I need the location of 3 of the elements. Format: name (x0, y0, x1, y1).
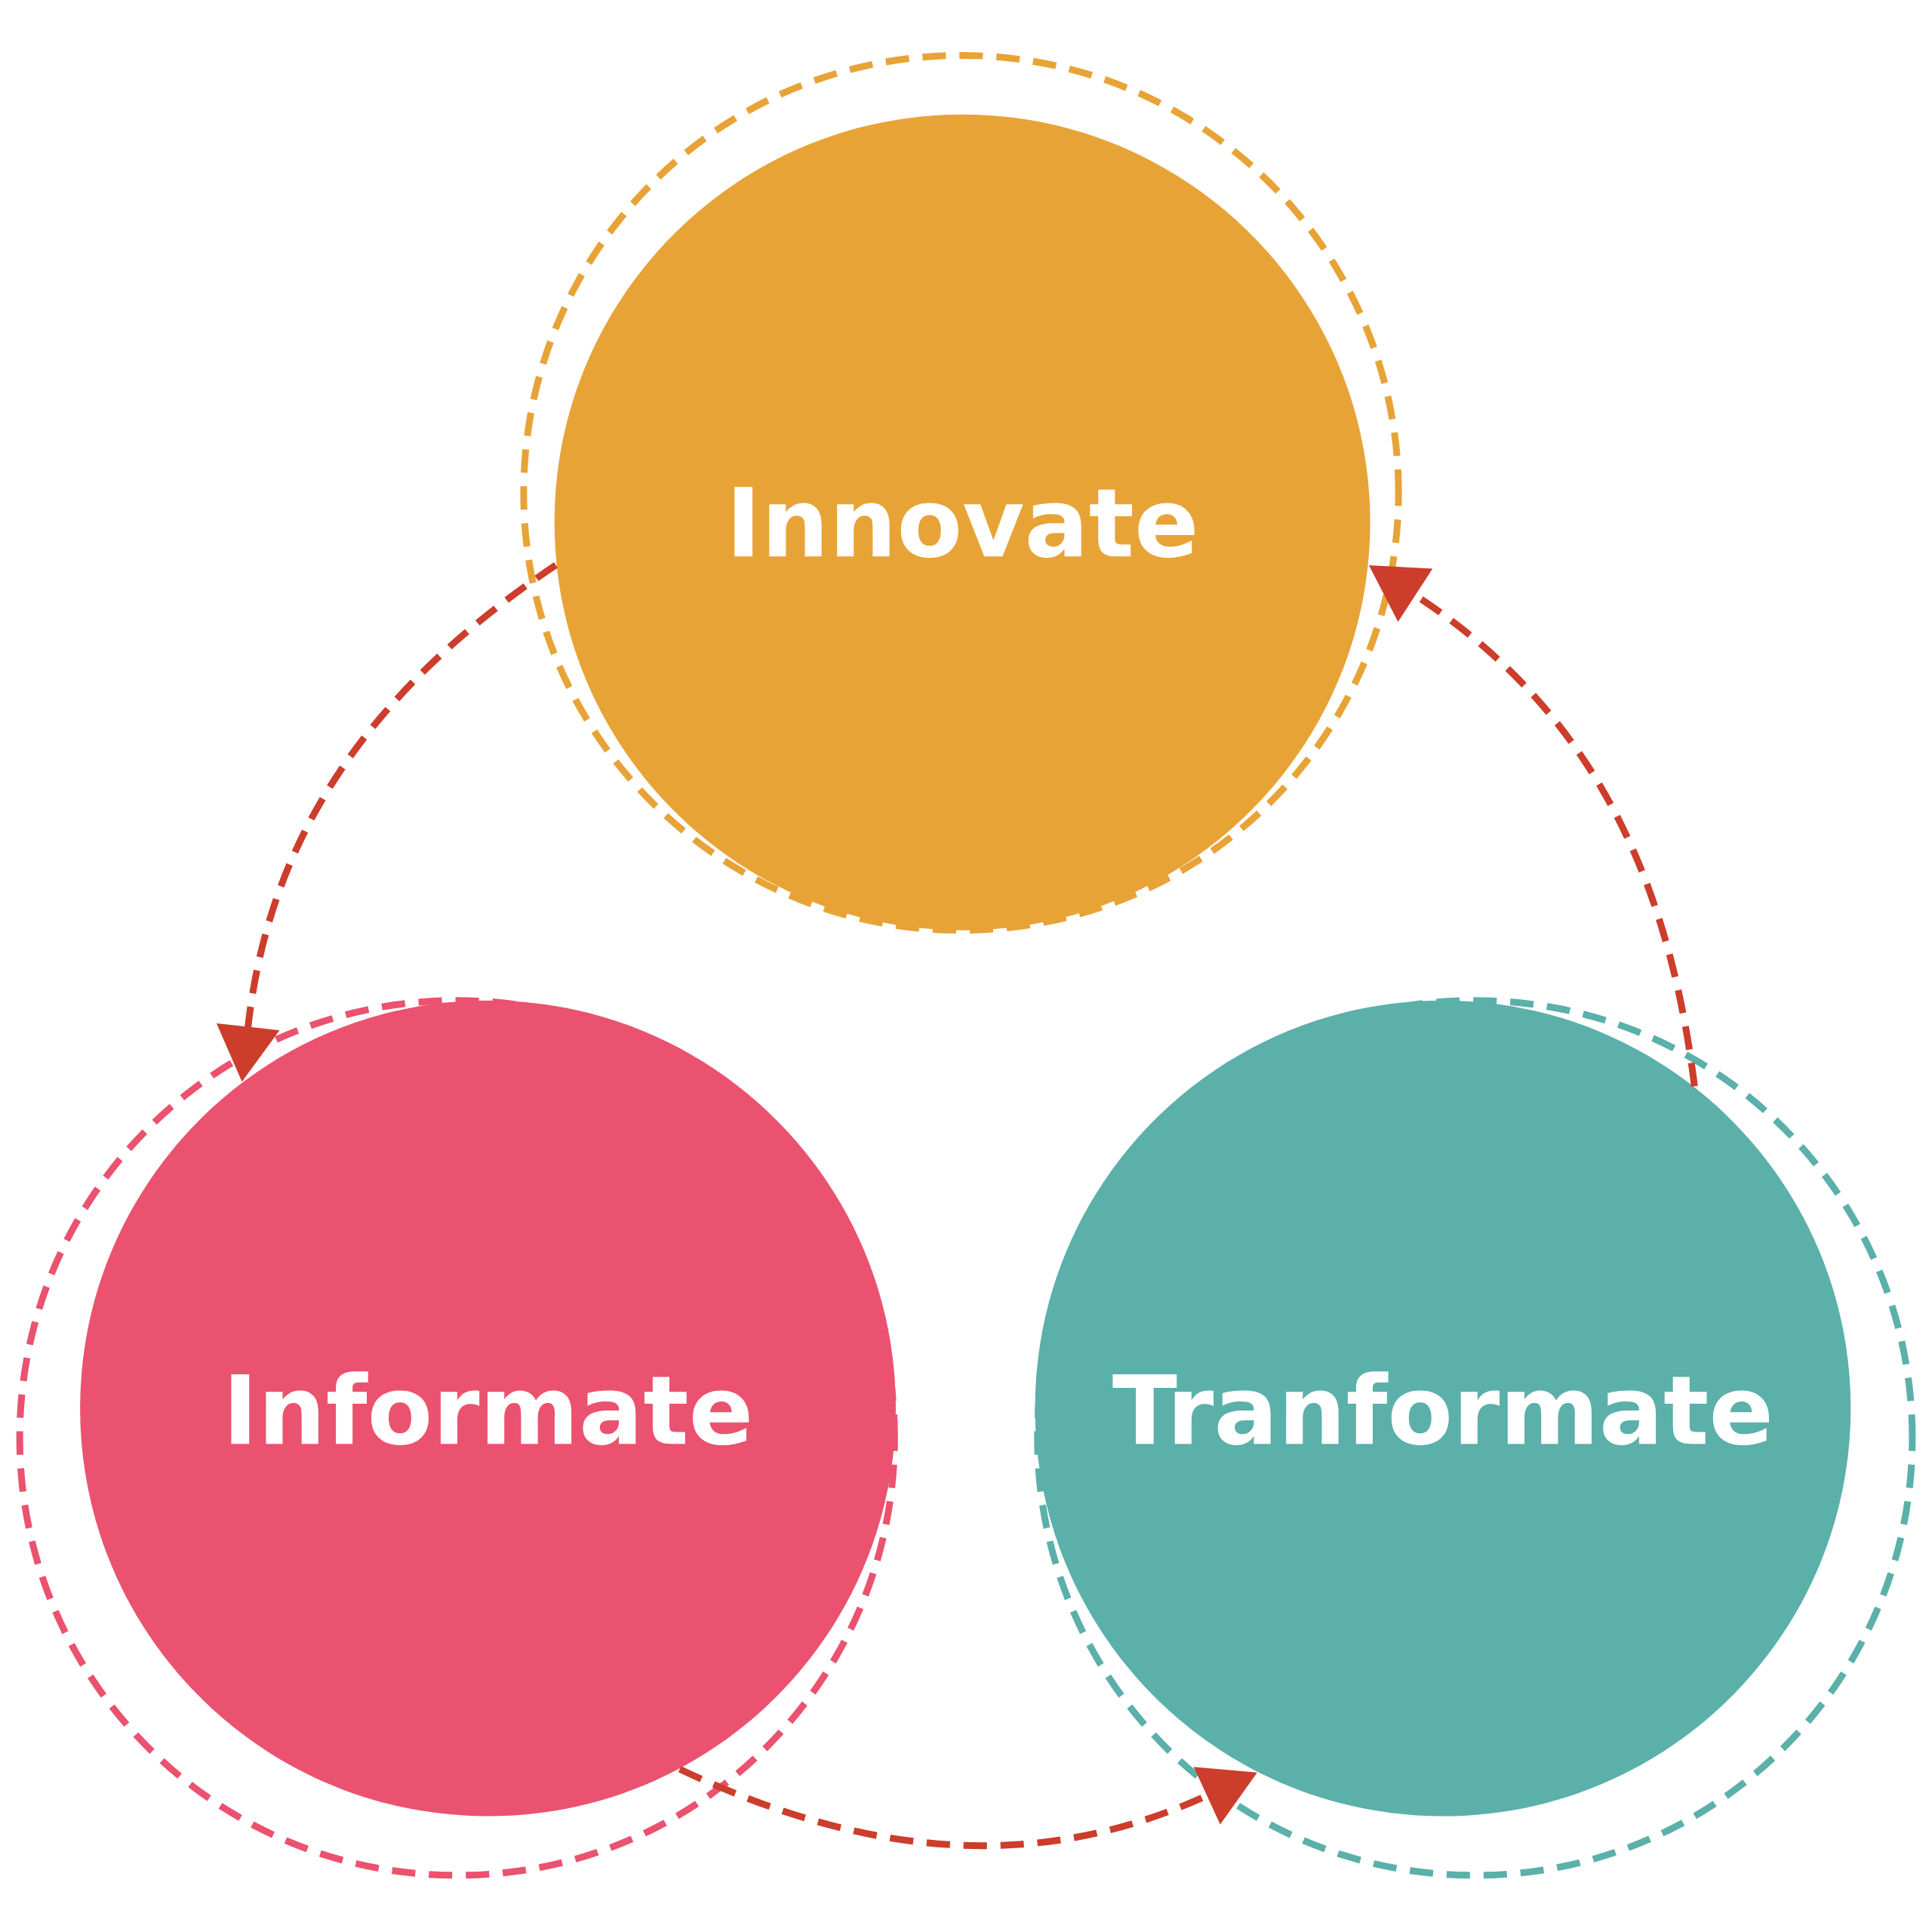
circle-node: Tranformate (1035, 1000, 1851, 1817)
circle-node: Innovate (554, 114, 1371, 931)
circle-node: Informate (80, 1000, 896, 1817)
